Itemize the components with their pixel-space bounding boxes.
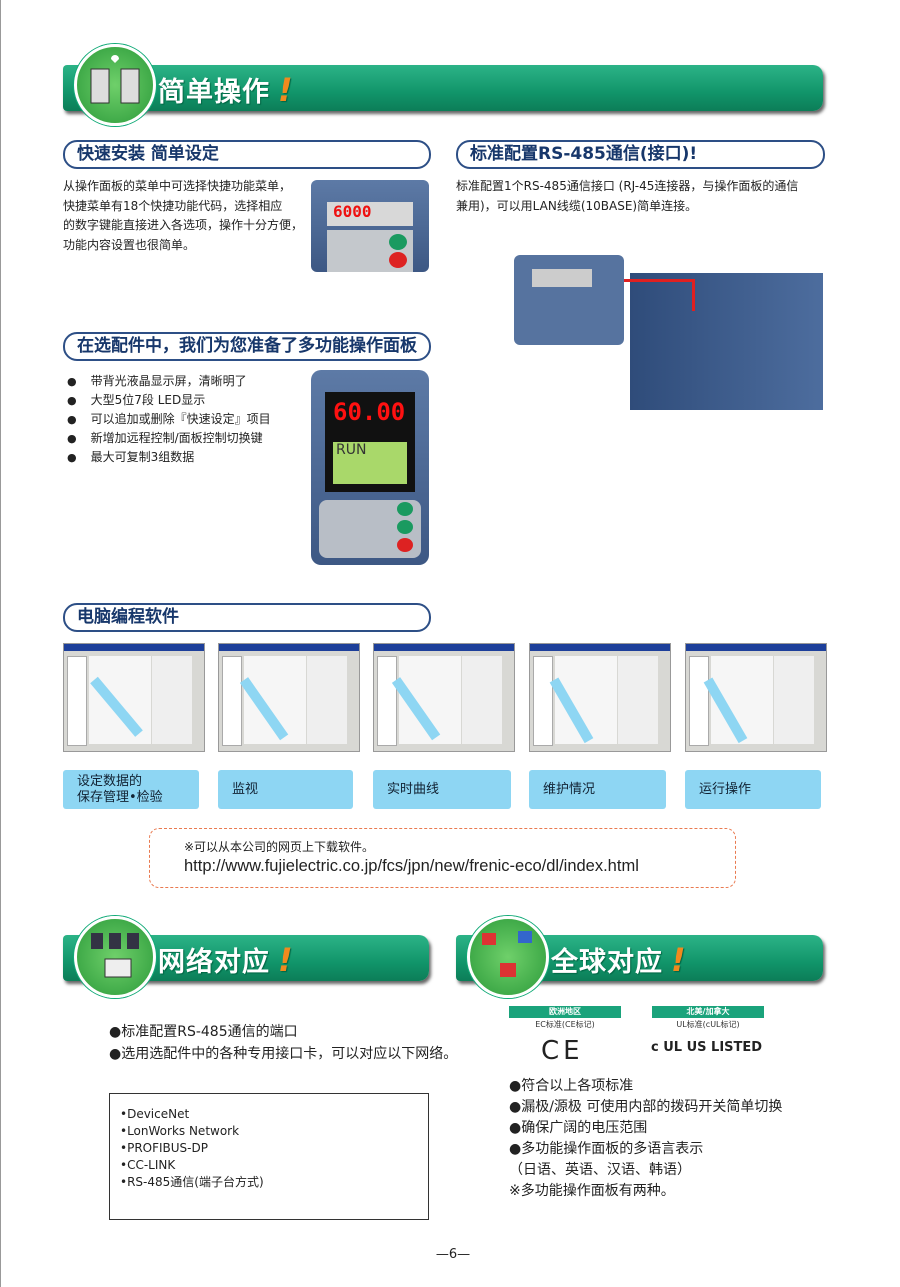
software-heading: 电脑编程软件 (63, 603, 431, 632)
text-line: 功能内容设置也很简单。 (63, 237, 196, 252)
bullet-item: ●多功能操作面板的多语言表示 (509, 1141, 704, 1157)
bullet-item: ●漏极/源极 可使用内部的拨码开关简单切换 (509, 1099, 783, 1115)
led-display: 6000 (333, 202, 372, 221)
rs485-connection-image (514, 245, 823, 410)
feature-item: 带背光液晶显示屏，清晰明了 (67, 372, 271, 391)
feature-item: 大型5位7段 LED显示 (67, 391, 271, 410)
exclamation: ! (671, 941, 687, 979)
network-item: •RS-485通信(端子台方式) (120, 1175, 264, 1189)
rs485-heading: 标准配置RS-485通信(接口)! (456, 140, 825, 169)
exclamation: ! (278, 941, 294, 979)
banner-title: 全球对应 (551, 947, 663, 978)
text-line: 的数字键能直接进入各选项，操作十分方便， (63, 218, 304, 232)
text-line: 兼用)，可以用LAN线缆(10BASE)简单连接。 (456, 198, 698, 213)
text-line: 从操作面板的菜单中可选择快捷功能菜单， (63, 179, 292, 193)
led-display: 60.00 (333, 398, 406, 426)
download-note-box: ※可以从本公司的网页上下载软件。 http://www.fujielectric… (149, 828, 736, 888)
label-data-management: 设定数据的 保存管理•检验 (63, 770, 199, 809)
network-bullets: ●标准配置RS-485通信的端口 ●选用选配件中的各种专用接口卡，可以对应以下网… (109, 1021, 457, 1065)
page-number: —6— (435, 1247, 471, 1262)
bullet-item: ●符合以上各项标准 (509, 1078, 634, 1094)
network-item: •PROFIBUS-DP (120, 1141, 208, 1155)
multi-function-keypad-image: 60.00 RUN (311, 370, 429, 565)
download-note: ※可以从本公司的网页上下载软件。 (184, 840, 375, 854)
software-screenshot-maintenance (529, 643, 671, 752)
text-line: 标准配置1个RS-485通信接口 (RJ-45连接器，与操作面板的通信 (456, 179, 799, 193)
bullet-item: ※多功能操作面板有两种。 (509, 1183, 675, 1199)
easy-operation-banner: 简单操作! (63, 65, 823, 111)
bullet-item: ●确保广阔的电压范围 (509, 1120, 648, 1136)
label-realtime-trend: 实时曲线 (373, 770, 511, 809)
cul-mark-text: c UL US LISTED (651, 1040, 763, 1055)
network-devices-icon (74, 916, 156, 998)
software-screenshot-data-management (63, 643, 205, 752)
keypad-panel-image: 6000 (311, 180, 429, 272)
exclamation: ! (278, 71, 294, 109)
feature-item: 新增加远程控制/面板控制切换键 (67, 429, 271, 448)
text-line: 快捷菜单有18个快捷功能代码，选择相应 (63, 198, 283, 213)
rs485-text: 标准配置1个RS-485通信接口 (RJ-45连接器，与操作面板的通信 兼用)，… (456, 177, 826, 216)
multi-panel-heading: 在选配件中，我们为您准备了多功能操作面板 (63, 332, 431, 361)
multi-panel-features: 带背光液晶显示屏，清晰明了 大型5位7段 LED显示 可以追加或删除『快速设定』… (67, 372, 271, 467)
handshake-mascot-icon (74, 44, 156, 126)
software-screenshot-realtime-trend (373, 643, 515, 752)
feature-item: 可以追加或删除『快速设定』项目 (67, 410, 271, 429)
global-bullets: ●符合以上各项标准 ●漏极/源极 可使用内部的拨码开关简单切换 ●确保广阔的电压… (509, 1076, 782, 1202)
cert-region-na: 北美/加拿大 (652, 1006, 764, 1018)
lcd-display: RUN (333, 442, 407, 484)
bullet-item: （日语、英语、汉语、韩语） (509, 1162, 691, 1178)
label-maintenance: 维护情况 (529, 770, 666, 809)
globe-mascot-icon (467, 916, 549, 998)
network-item: •LonWorks Network (120, 1124, 240, 1138)
cert-standard-ul: UL标准(cUL标记) (676, 1020, 740, 1029)
ce-mark-icon: CE (541, 1036, 584, 1066)
bullet-item: ●选用选配件中的各种专用接口卡，可以对应以下网络。 (109, 1046, 458, 1062)
quick-setup-heading: 快速安装 简单设定 (63, 140, 431, 169)
download-url-link[interactable]: http://www.fujielectric.co.jp/fcs/jpn/ne… (184, 857, 639, 875)
software-screenshot-operation (685, 643, 827, 752)
feature-item: 最大可复制3组数据 (67, 448, 271, 467)
label-monitor: 监视 (218, 770, 353, 809)
software-screenshot-monitor (218, 643, 360, 752)
network-item: •DeviceNet (120, 1107, 190, 1121)
network-item: •CC-LINK (120, 1158, 176, 1172)
cert-region-eu: 欧洲地区 (509, 1006, 621, 1018)
cul-listed-mark-icon: c UL US LISTED (651, 1040, 762, 1055)
label-operation: 运行操作 (685, 770, 821, 809)
banner-title: 网络对应 (158, 947, 270, 978)
network-list-box: •DeviceNet •LonWorks Network •PROFIBUS-D… (109, 1093, 429, 1220)
cert-standard-ce: EC标准(CE标记) (535, 1020, 595, 1029)
quick-setup-text: 从操作面板的菜单中可选择快捷功能菜单， 快捷菜单有18个快捷功能代码，选择相应 … (63, 177, 308, 255)
bullet-item: ●标准配置RS-485通信的端口 (109, 1024, 298, 1040)
banner-title: 简单操作 (158, 77, 270, 108)
